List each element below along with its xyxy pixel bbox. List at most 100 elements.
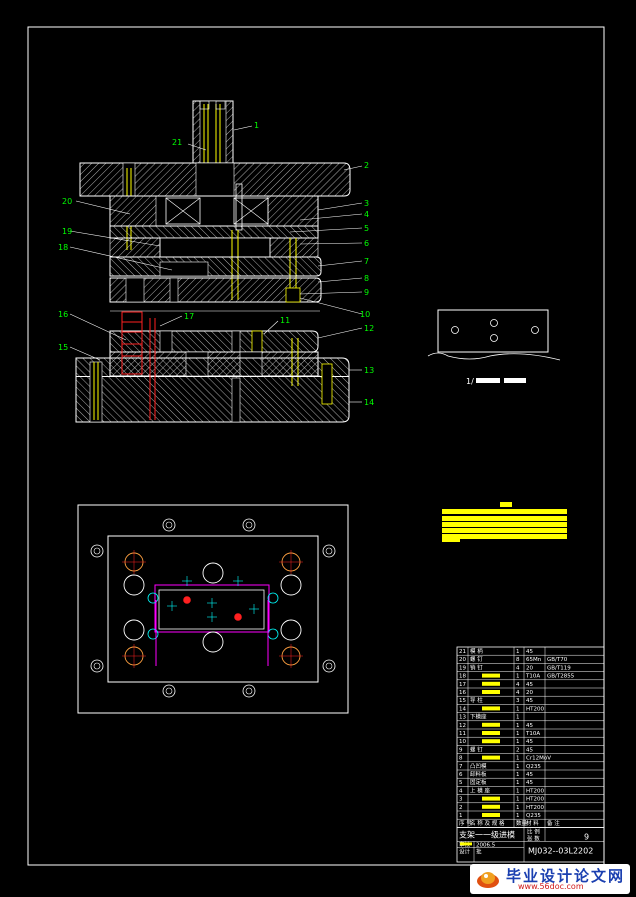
bom-mat: 20 xyxy=(526,690,533,696)
strip-scale: 1/ xyxy=(466,377,474,386)
bom-no: 19 xyxy=(459,665,466,671)
bom-name: 螺 钉 xyxy=(470,745,483,753)
bom-qty: 1 xyxy=(516,649,520,655)
bom-no: 10 xyxy=(459,739,466,745)
bom-mat: Q235 xyxy=(526,813,541,819)
bom-std: GB/T2855 xyxy=(547,674,575,680)
bom-no: 12 xyxy=(459,723,466,729)
bolt-hole xyxy=(242,684,256,698)
fixing-plate xyxy=(109,225,319,239)
bom-name: 凸凹模 xyxy=(470,762,487,770)
punch-hole xyxy=(183,596,191,604)
label-18: 18 xyxy=(58,243,68,252)
bom-qty: 1 xyxy=(516,788,520,794)
label-2: 2 xyxy=(364,161,369,170)
bom-std: GB/T70 xyxy=(547,657,568,663)
bom-name: 上 模 座 xyxy=(470,786,490,794)
label-16: 16 xyxy=(58,310,68,319)
bom-no: 1 xyxy=(459,813,463,819)
bom-header-mat: 材 料 xyxy=(526,819,539,827)
bom-mat: 20 xyxy=(526,665,533,671)
bom-mat: 45 xyxy=(526,723,533,729)
bom-mat: Q235 xyxy=(526,764,541,770)
label-10: 10 xyxy=(360,310,370,319)
bom-no: 21 xyxy=(459,649,466,655)
punch-red xyxy=(121,311,143,375)
bom-qty: 1 xyxy=(516,805,520,811)
plan-view xyxy=(77,504,349,714)
bom-qty: 1 xyxy=(516,764,520,770)
pilot-hole xyxy=(147,628,159,640)
bolt-hole xyxy=(90,659,104,673)
bom-name: 卸料板 xyxy=(470,770,487,778)
bom-qty: 1 xyxy=(516,756,520,762)
label-20: 20 xyxy=(62,197,72,206)
guide-hole xyxy=(202,631,224,653)
guide-hole xyxy=(123,574,145,596)
bom-mat: 65Mn xyxy=(526,657,542,663)
bolt-hole xyxy=(242,518,256,532)
label-11: 11 xyxy=(280,316,290,325)
bom-mat: HT200 xyxy=(526,805,544,811)
bolt-hole xyxy=(322,544,336,558)
date: 2006.5 xyxy=(476,842,496,848)
bom-header-no: 序 号 xyxy=(459,819,472,827)
bom-no: 15 xyxy=(459,698,466,704)
bom-qty: 1 xyxy=(516,772,520,778)
bom-qty: 4 xyxy=(516,690,520,696)
bom-name: 模 柄 xyxy=(470,647,483,655)
bom-mat: HT200 xyxy=(526,788,544,794)
bom-mat: 45 xyxy=(526,682,533,688)
bom-no: 20 xyxy=(459,657,466,663)
pilot-hole xyxy=(267,628,279,640)
bom-no: 18 xyxy=(459,674,466,680)
bom-no: 3 xyxy=(459,797,463,803)
bom-name: 螺 钉 xyxy=(470,655,483,663)
bolt-hole xyxy=(322,659,336,673)
bom-mat: 45 xyxy=(526,772,533,778)
bom-mat: 45 xyxy=(526,780,533,786)
stripper-plate xyxy=(109,256,322,277)
bom-std: GB/T119 xyxy=(547,665,571,671)
bom-name: 销 钉 xyxy=(470,663,483,671)
bom-qty: 1 xyxy=(516,706,520,712)
bom-qty: 2 xyxy=(516,747,520,753)
bom-mat: 45 xyxy=(526,698,533,704)
watermark: 毕业设计论文网 www.56doc.com xyxy=(470,864,630,894)
bom-header-qty: 数量 xyxy=(516,819,528,827)
bom-qty: 1 xyxy=(516,797,520,803)
site-logo-icon xyxy=(477,872,499,888)
bom-mat: Cr12MoV xyxy=(526,756,551,762)
label-13: 13 xyxy=(364,366,374,375)
bom-no: 9 xyxy=(459,747,463,753)
label-21: 21 xyxy=(172,138,182,147)
plan-view-holes xyxy=(90,518,336,698)
bom-no: 7 xyxy=(459,764,463,770)
bom-no: 2 xyxy=(459,805,463,811)
label-3: 3 xyxy=(364,199,369,208)
role-approve: 批 xyxy=(476,847,482,855)
lower-die-base xyxy=(75,357,350,423)
label-5: 5 xyxy=(364,224,369,233)
bom-qty: 1 xyxy=(516,674,520,680)
guide-hole xyxy=(202,562,224,584)
label-19: 19 xyxy=(62,227,72,236)
bolt-hole xyxy=(90,544,104,558)
label-15: 15 xyxy=(58,343,68,352)
strip-layout: 1/ xyxy=(427,309,561,386)
sheet-count: 9 xyxy=(584,832,589,841)
pilot-hole xyxy=(147,592,159,604)
bom-no: 5 xyxy=(459,780,463,786)
label-12: 12 xyxy=(364,324,374,333)
bom-qty: 1 xyxy=(516,723,520,729)
bom-qty: 1 xyxy=(516,813,520,819)
bom-no: 16 xyxy=(459,690,466,696)
bom-header-name: 名 称 及 规 格 xyxy=(470,819,505,827)
bom-name: 导 柱 xyxy=(470,696,483,704)
sheet-label: 张 数 xyxy=(527,834,540,842)
bom-no: 4 xyxy=(459,788,463,794)
bom-name: 固定板 xyxy=(470,778,487,786)
bom-mat: HT200 xyxy=(526,797,544,803)
bom-no: 13 xyxy=(459,715,466,721)
die-plate xyxy=(109,330,319,353)
